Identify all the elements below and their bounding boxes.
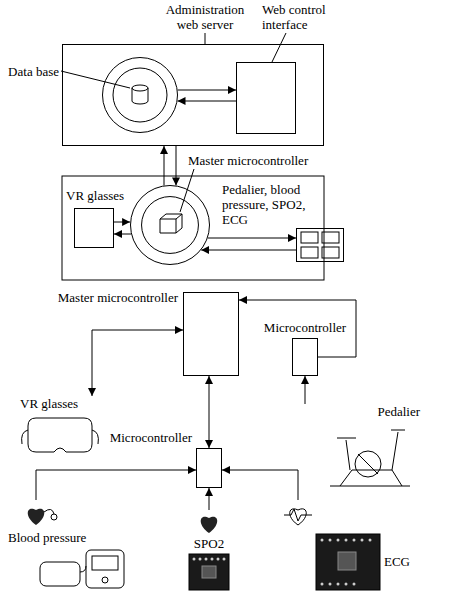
board-pin (345, 583, 348, 586)
node-label: Web control interface (262, 2, 344, 32)
ring-circle (131, 186, 210, 265)
pedalier-frame (330, 430, 410, 486)
ring-circle (142, 197, 199, 254)
vr-device: VR glasses (20, 396, 104, 460)
node-label: Pedalier, blood pressure, SPO2, ECG (222, 182, 322, 227)
node-label: Blood pressure (8, 530, 128, 545)
board-pin (353, 539, 356, 542)
pressure-cuff (40, 562, 80, 586)
board-pin (337, 583, 340, 586)
spo2-board (189, 554, 229, 590)
vr-headset (28, 418, 92, 452)
connector (164, 146, 165, 185)
board-chip (338, 552, 356, 570)
connector (222, 470, 298, 500)
sensor-glyph (322, 247, 339, 258)
device-box (62, 176, 324, 280)
ring-outline (130, 185, 210, 265)
board-pin (321, 583, 324, 586)
board-pin (329, 539, 332, 542)
monitor-screen (92, 556, 118, 570)
connector (201, 250, 296, 251)
board-pin (193, 558, 196, 561)
connector (114, 222, 130, 223)
chip-cube (160, 214, 182, 233)
node-label: Data base (2, 64, 59, 79)
database-ring: Data base (102, 57, 178, 133)
controller-ring: Master microcontroller (130, 185, 210, 265)
leader-line (272, 33, 286, 62)
leader-line (61, 71, 130, 88)
board-pin (337, 539, 340, 542)
connector (209, 376, 210, 448)
ecg-board (316, 534, 380, 590)
sensor-glyph (301, 247, 318, 258)
server-box: Administration web serverData baseWeb co… (62, 44, 324, 146)
board-pin (205, 558, 208, 561)
cuff-tube (80, 566, 86, 572)
connector (114, 234, 131, 235)
connector (36, 470, 196, 500)
ecg-heart-icon (290, 509, 307, 525)
node-label: Pedalier (290, 404, 420, 419)
interface-box: Web control interface (236, 62, 296, 134)
sensor-box: Pedalier, blood pressure, SPO2, ECG (296, 228, 344, 262)
ring-circle (113, 68, 167, 122)
connector (176, 146, 177, 185)
ring-outline (102, 57, 178, 133)
board-pin (369, 539, 372, 542)
connector (208, 238, 296, 239)
database-cylinder (132, 85, 148, 91)
node-label: VR glasses (20, 396, 104, 411)
board-pin (329, 583, 332, 586)
node-label: Microcontroller (255, 320, 355, 335)
monitor-button (102, 577, 108, 583)
leader-line (205, 33, 206, 44)
board-pin (345, 539, 348, 542)
node-label: SPO2 (184, 536, 234, 551)
board-pin (217, 558, 220, 561)
ecg-sensor: ECG (280, 500, 420, 592)
pedalier-device: Pedalier (290, 404, 420, 490)
sensor-glyph (301, 232, 318, 243)
vr-headset-strap (22, 430, 99, 444)
pressure-monitor (86, 550, 124, 588)
heart-icon (28, 509, 45, 525)
board-pin (353, 583, 356, 586)
node-label: Administration web server (157, 2, 253, 32)
board-pin (199, 558, 202, 561)
node-label: Master microcontroller (40, 290, 178, 305)
node-label: ECG (384, 554, 420, 569)
stethoscope-head (51, 514, 57, 520)
microcontroller-box: Microcontroller (292, 338, 318, 376)
node-label: Master microcontroller (188, 153, 328, 168)
connector (178, 90, 236, 91)
sensor-glyph (322, 232, 339, 243)
leader-line (180, 169, 194, 212)
ring-circle (103, 58, 178, 133)
board-pin (361, 539, 364, 542)
connector (92, 330, 183, 396)
node-label: VR glasses (66, 188, 136, 203)
board-pin (211, 558, 214, 561)
connector (178, 101, 236, 102)
spo2-sensor: SPO2 (184, 510, 234, 594)
board-chip (202, 566, 216, 578)
board-pin (223, 558, 226, 561)
stethoscope-tube (44, 509, 54, 514)
ecg-pulse (284, 509, 312, 521)
blood-pressure-device: Blood pressure (8, 500, 128, 592)
microcontroller-box: Microcontroller (196, 448, 222, 488)
connector (209, 488, 210, 510)
heart-icon (201, 517, 218, 533)
node-label: Microcontroller (80, 430, 192, 445)
controller-box: Master microcontroller (183, 292, 239, 376)
board-pin (321, 539, 324, 542)
vr-box: VR glasses (74, 208, 114, 248)
connector (305, 376, 306, 404)
connector (239, 300, 356, 357)
